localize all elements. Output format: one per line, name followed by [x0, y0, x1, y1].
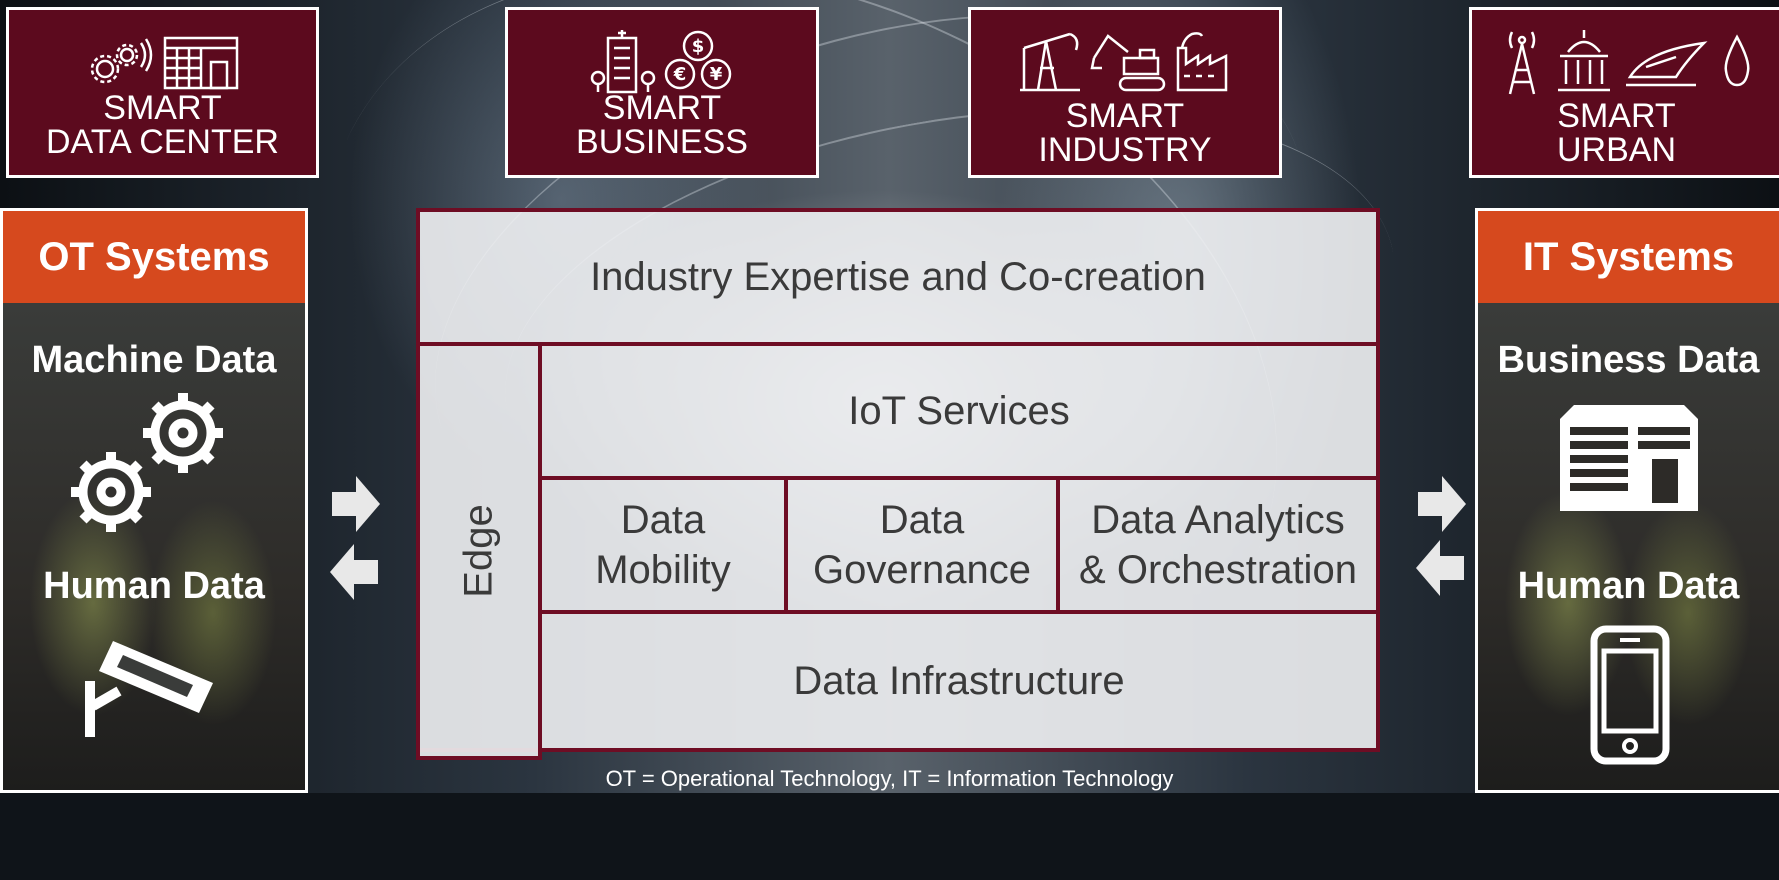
excavator-icon [1090, 34, 1166, 92]
factory-icon [1176, 32, 1228, 92]
right-arrow-icon [332, 476, 380, 532]
edge-layer: Edge [416, 342, 542, 760]
ot-systems-body: Machine Data Human Data [0, 303, 308, 793]
gears-icon [71, 393, 223, 532]
radio-tower-icon [1508, 31, 1536, 95]
urban-icons [1472, 24, 1779, 98]
svg-text:$: $ [692, 36, 705, 57]
currency-coins-icon: $€ ¥ [664, 30, 732, 90]
right-arrow-icon [1418, 476, 1466, 532]
data-infrastructure-layer: Data Infrastructure [538, 610, 1380, 752]
ot-systems-panel: OT Systems Machine Data Human Data [0, 208, 308, 793]
footnote: OT = Operational Technology, IT = Inform… [605, 766, 1174, 791]
security-camera-icon [85, 641, 213, 737]
machine-data-title: Machine Data [31, 339, 277, 381]
it-systems-body: Business Data Human Data [1475, 303, 1779, 793]
ot-systems-header: OT Systems [0, 208, 308, 303]
gears-icon [90, 38, 152, 84]
data-analytics-layer: Data Analytics& Orchestration [1056, 476, 1380, 614]
smartphone-icon [1590, 625, 1670, 765]
iot-services-layer: IoT Services [538, 342, 1380, 480]
business-icons: $€ ¥ [508, 24, 816, 98]
human-data-title: Human Data [1517, 565, 1740, 607]
server-building-icon [163, 36, 238, 90]
high-speed-train-icon [1626, 41, 1708, 87]
business-data-title: Business Data [1497, 339, 1760, 381]
svg-text:€: € [673, 64, 687, 85]
platform-stack: Industry Expertise and Co-creation Edge … [416, 208, 1380, 760]
water-drop-icon [1724, 34, 1750, 87]
industry-icons [971, 24, 1279, 98]
data-center-icons [9, 24, 316, 98]
industry-expertise-layer: Industry Expertise and Co-creation [416, 208, 1380, 346]
government-building-icon [1558, 30, 1610, 92]
left-arrow-icon [1416, 540, 1464, 596]
it-systems-panel: IT Systems Business Data Human Data [1475, 208, 1779, 793]
svg-text:¥: ¥ [710, 64, 723, 85]
oil-pump-icon [1020, 32, 1080, 92]
office-building-icon [590, 30, 656, 94]
human-data-title: Human Data [43, 565, 265, 607]
it-systems-header: IT Systems [1475, 208, 1779, 303]
left-arrow-icon [330, 544, 378, 600]
server-building-icon [1560, 405, 1698, 511]
